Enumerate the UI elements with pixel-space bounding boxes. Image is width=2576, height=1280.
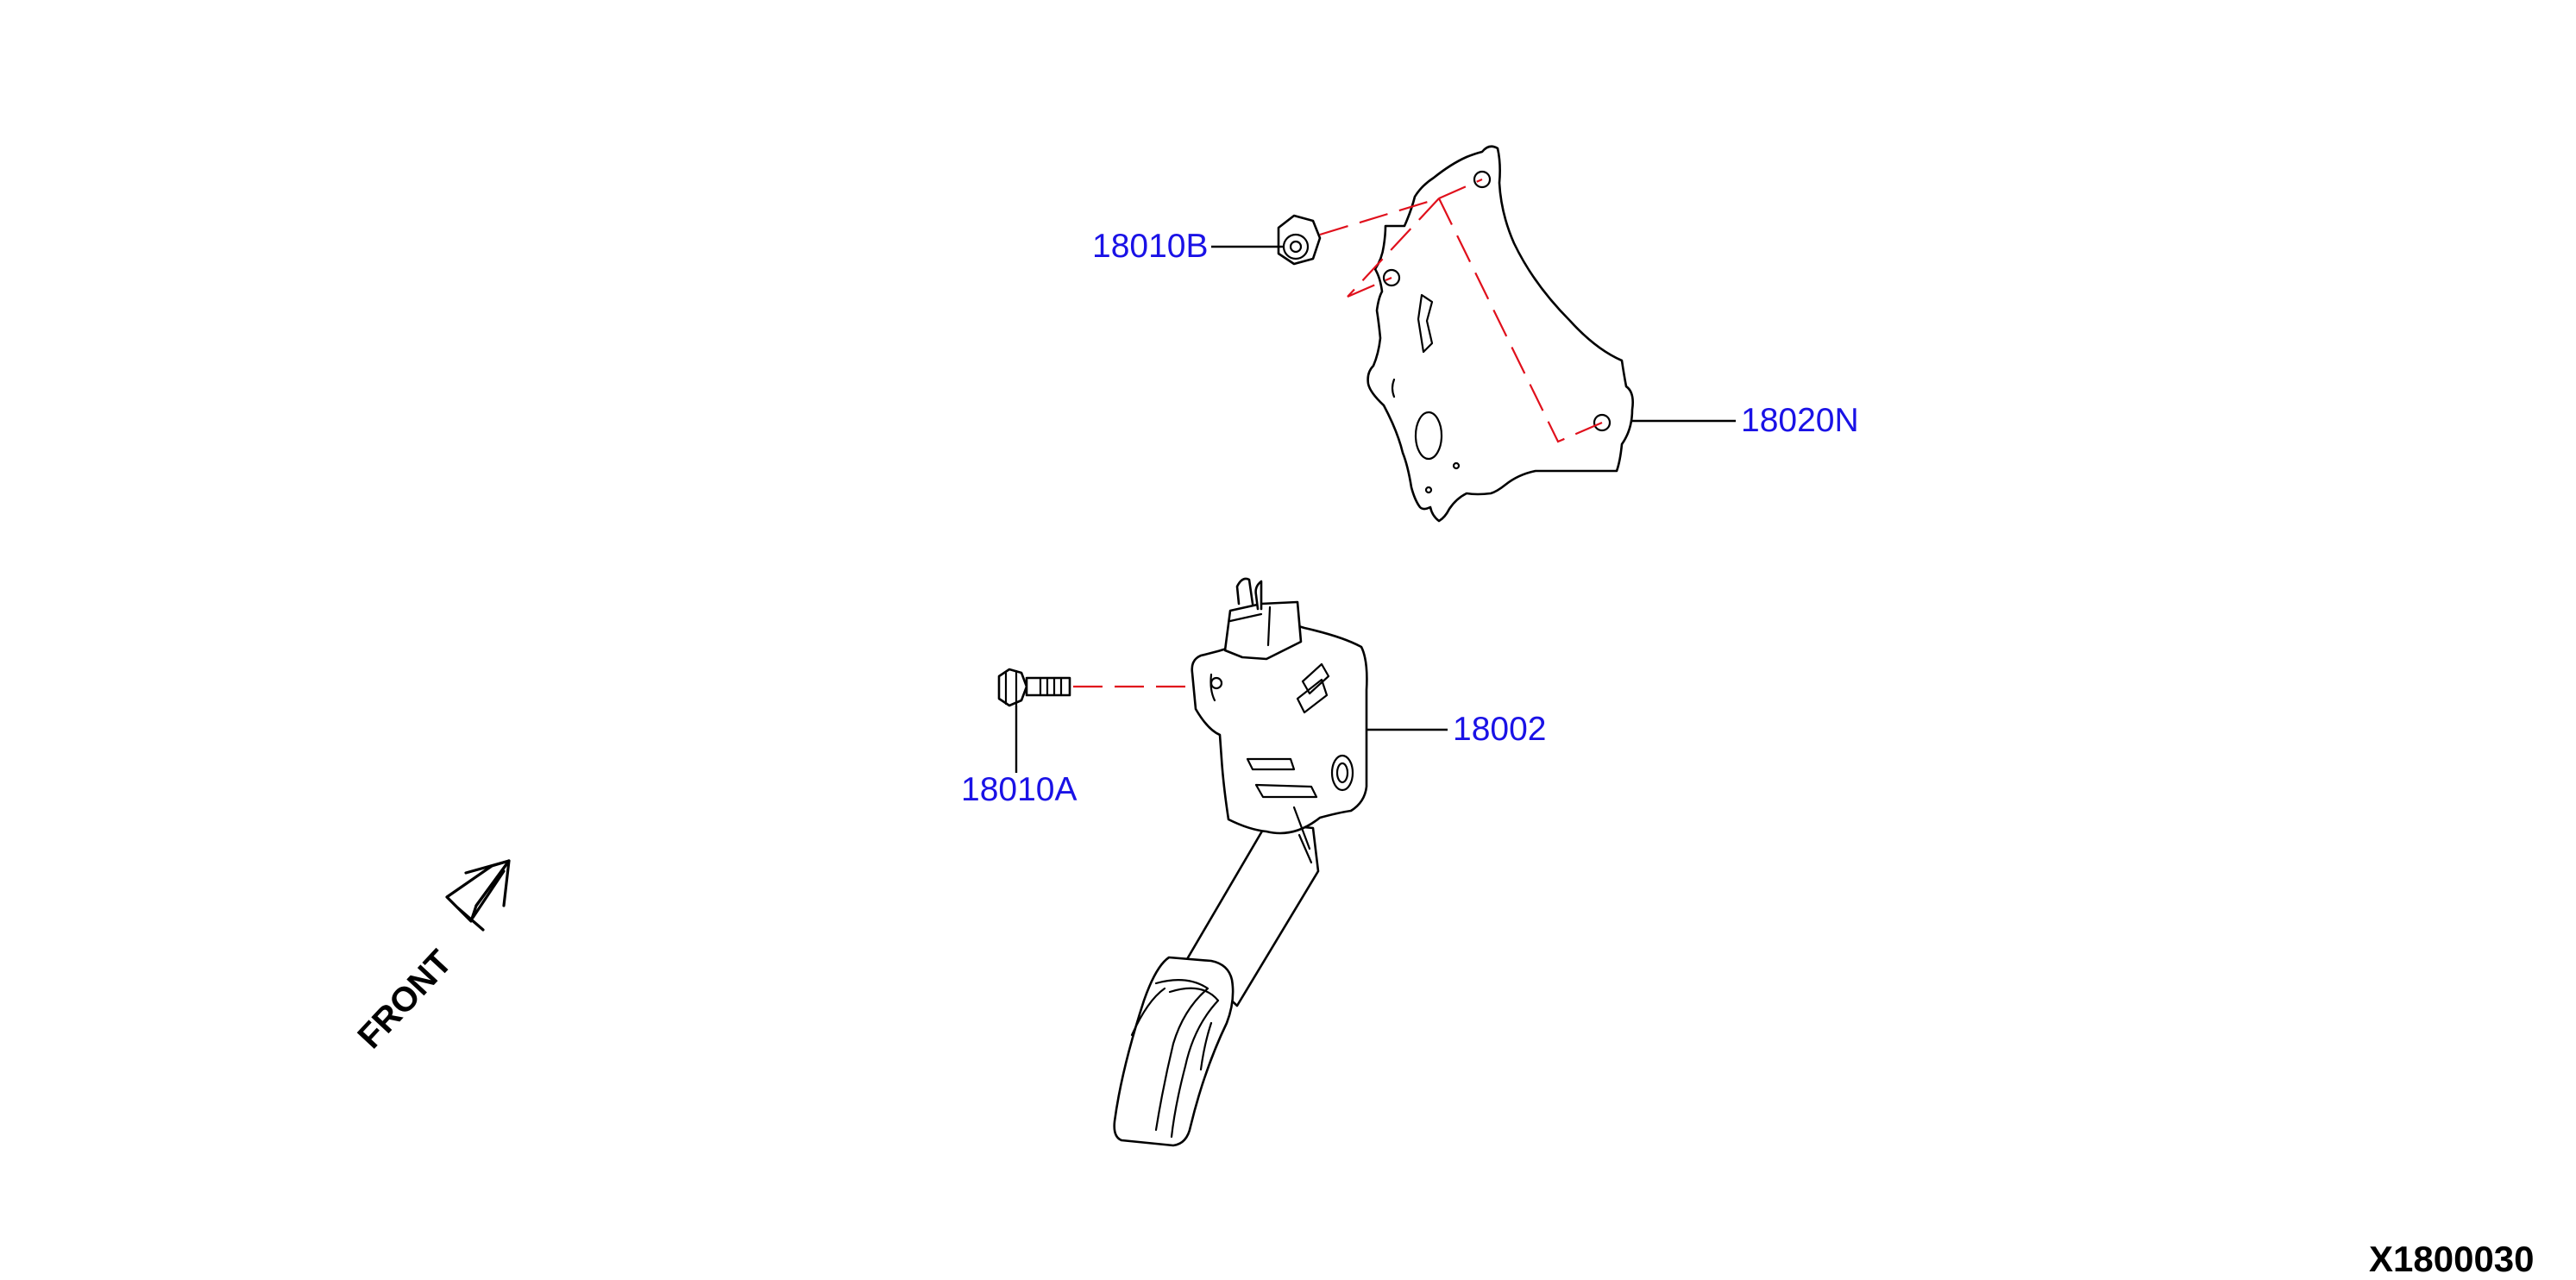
bolt-part-label: 18010A <box>961 771 1077 808</box>
nut-part: 18010B <box>1092 214 1322 266</box>
nut-part-label: 18010B <box>1092 228 1208 265</box>
assembly-lines <box>1073 178 1603 688</box>
front-arrow-icon <box>445 859 511 932</box>
pedal-part-label: 18002 <box>1453 711 1546 748</box>
accelerator-pedal-part: 18002 <box>1113 577 1546 1147</box>
front-label: FRONT <box>350 943 459 1056</box>
bracket-part-label: 18020N <box>1741 402 1859 439</box>
front-direction-indicator: FRONT <box>350 859 511 1056</box>
diagram-code: X1800030 <box>2369 1239 2535 1279</box>
bracket-part: 18020N <box>1367 145 1859 523</box>
bolt-part: 18010A <box>961 668 1077 808</box>
